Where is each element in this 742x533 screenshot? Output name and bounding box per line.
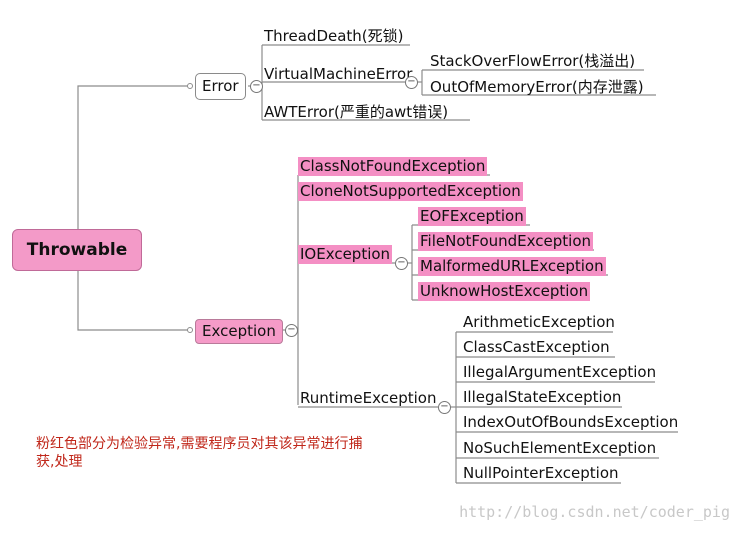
eof-exception-node: EOFException [418, 207, 526, 226]
illegal-state-exception-node: IllegalStateException [463, 388, 622, 406]
illegal-argument-exception-node: IllegalArgumentException [463, 363, 657, 381]
exception-node[interactable]: Exception [195, 319, 283, 344]
collapse-icon[interactable]: − [285, 324, 298, 337]
class-cast-exception-node: ClassCastException [463, 338, 610, 356]
exception-label: Exception [202, 322, 276, 340]
awt-error-node: AWTError(严重的awt错误) [264, 103, 449, 121]
collapse-icon[interactable]: − [395, 257, 408, 270]
no-such-element-exception-node: NoSuchElementException [463, 439, 657, 457]
error-node[interactable]: Error [195, 73, 246, 100]
watermark: http://blog.csdn.net/coder_pig [459, 503, 730, 521]
collapse-icon[interactable]: − [405, 76, 418, 89]
out-of-memory-error-node: OutOfMemoryError(内存泄露) [430, 78, 644, 96]
thread-death-node: ThreadDeath(死锁) [264, 27, 404, 45]
virtual-machine-error-node: VirtualMachineError [264, 65, 413, 83]
collapse-icon[interactable]: − [250, 80, 263, 93]
throwable-label: Throwable [26, 240, 128, 260]
file-not-found-exception-node: FileNotFoundException [418, 232, 594, 251]
arithmetic-exception-node: ArithmeticException [463, 313, 615, 331]
index-out-of-bounds-exception-node: IndexOutOfBoundsException [463, 413, 679, 431]
io-exception-node: IOException [298, 245, 393, 264]
unknow-host-exception-node: UnknowHostException [418, 282, 591, 301]
class-not-found-exception-node: ClassNotFoundException [298, 157, 488, 176]
stack-overflow-error-node: StackOverFlowError(栈溢出) [430, 52, 636, 70]
runtime-exception-node: RuntimeException [300, 389, 437, 407]
clone-not-supported-exception-node: CloneNotSupportedException [298, 182, 523, 201]
error-label: Error [202, 77, 239, 95]
collapse-icon[interactable]: − [438, 401, 451, 414]
malformed-url-exception-node: MalformedURLException [418, 257, 606, 276]
legend-note: 粉红色部分为检验异常,需要程序员对其该异常进行捕获,处理 [36, 436, 363, 470]
null-pointer-exception-node: NullPointerException [463, 464, 619, 482]
throwable-node[interactable]: Throwable [12, 229, 142, 271]
